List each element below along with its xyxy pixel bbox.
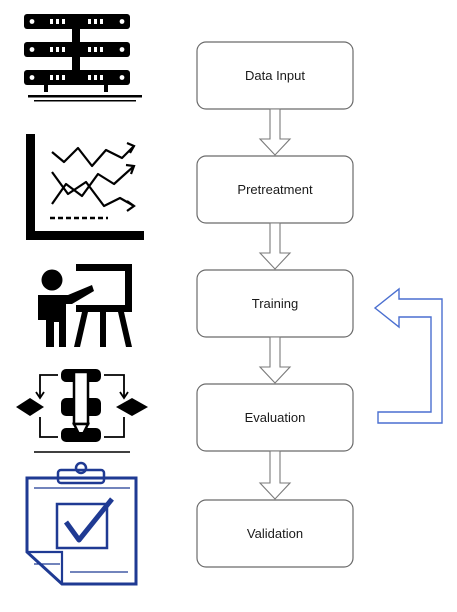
down-arrow-2 xyxy=(258,222,292,270)
down-arrow-1 xyxy=(258,108,292,156)
step-label-training: Training xyxy=(252,296,298,311)
step-label-data-input: Data Input xyxy=(245,68,305,83)
step-box-validation: Validation xyxy=(196,499,354,568)
step-label-evaluation: Evaluation xyxy=(245,410,306,425)
step-label-pretreatment: Pretreatment xyxy=(237,182,313,197)
feedback-loop-arrow xyxy=(373,287,443,424)
line-chart-icon xyxy=(26,134,144,240)
step-box-data-input: Data Input xyxy=(196,41,354,110)
down-arrow-4 xyxy=(258,450,292,500)
step-box-evaluation: Evaluation xyxy=(196,383,354,452)
step-label-validation: Validation xyxy=(247,526,303,541)
server-rack-icon xyxy=(24,14,142,102)
step-box-training: Training xyxy=(196,269,354,338)
down-arrow-3 xyxy=(258,336,292,384)
step-box-pretreatment: Pretreatment xyxy=(196,155,354,224)
presenter-board-icon xyxy=(38,264,132,347)
clipboard-checkmark-icon xyxy=(25,461,138,586)
pencil-process-icon xyxy=(16,369,148,453)
